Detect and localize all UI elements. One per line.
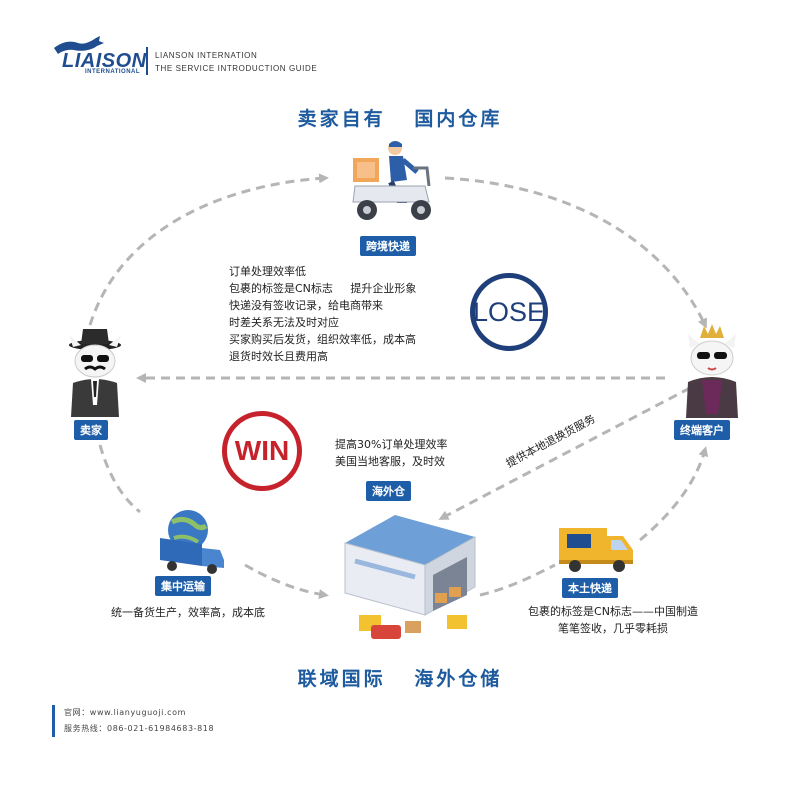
lose-point: 订单处理效率低 <box>229 265 306 278</box>
seller-cat-icon <box>69 329 121 417</box>
logo-dog-icon <box>54 36 104 54</box>
win-points-list: 提高30%订单处理效率 美国当地客服，及时效 <box>335 436 447 470</box>
logo-divider <box>146 47 148 75</box>
courier-scooter-icon <box>352 141 431 220</box>
lose-points-list: 订单处理效率低 包裹的标签是CN标志 提升企业形象 快递没有签收记录，给电商带来… <box>229 263 416 365</box>
local-express-van-icon <box>559 528 633 572</box>
tag-consolidated-shipping: 集中运输 <box>155 576 211 596</box>
win-point: 美国当地客服，及时效 <box>335 455 445 468</box>
lose-point: 时差关系无法及时对应 <box>229 316 339 329</box>
overseas-warehouse-icon <box>344 515 476 639</box>
arrow-seller-to-express <box>88 173 329 326</box>
lose-point: 退货时效长且费用高 <box>229 350 328 363</box>
arrow-shipping-to-warehouse <box>244 563 329 600</box>
local-express-desc-line: 包裹的标签是CN标志——中国制造 <box>528 605 698 618</box>
arrow-local-to-customer <box>639 446 709 542</box>
tag-overseas-warehouse: 海外仓 <box>366 481 411 501</box>
top-title: 卖家自有 国内仓库 <box>297 108 503 130</box>
arrow-express-to-customer <box>444 176 707 329</box>
brand-line-1: LIANSON INTERNATION <box>155 51 258 60</box>
logo-subtext: INTERNATIONAL <box>85 69 141 75</box>
logo-text: LIAISON <box>62 50 147 72</box>
lose-point: 快递没有签收记录，给电商带来 <box>229 299 383 312</box>
local-express-desc-line: 笔笔签收，几乎零耗损 <box>558 622 668 635</box>
arrow-customer-to-warehouse <box>438 386 691 520</box>
end-customer-cat-icon <box>686 324 738 418</box>
arrow-seller-to-shipping <box>98 444 141 514</box>
lose-point: 包裹的标签是CN标志 提升企业形象 <box>229 282 417 295</box>
lose-point: 买家购买后发货，组织效率低，成本高 <box>229 333 416 346</box>
win-badge: WIN <box>222 411 302 491</box>
tag-seller: 卖家 <box>74 420 108 440</box>
bottom-title: 联域国际 海外仓储 <box>297 668 503 690</box>
consolidated-shipping-truck-icon <box>160 510 224 574</box>
tag-cross-border-express: 跨境快递 <box>360 236 416 256</box>
brand-line-2: THE SERVICE INTRODUCTION GUIDE <box>155 64 318 73</box>
footer-website[interactable]: 官网：www.lianyuguoji.com <box>64 708 186 717</box>
footer-hotline: 服务热线：086-021-61984683-818 <box>64 724 215 733</box>
tag-local-express: 本土快递 <box>562 578 618 598</box>
consolidated-shipping-desc: 统一备货生产，效率高，成本底 <box>111 606 265 619</box>
footer-accent-bar <box>52 705 55 737</box>
lose-badge: LOSE <box>470 273 548 351</box>
arrow-warehouse-to-local <box>479 563 556 597</box>
tag-end-customer: 终端客户 <box>674 420 730 440</box>
local-express-desc: 包裹的标签是CN标志——中国制造 笔笔签收，几乎零耗损 <box>518 603 708 637</box>
win-point: 提高30%订单处理效率 <box>335 438 448 451</box>
